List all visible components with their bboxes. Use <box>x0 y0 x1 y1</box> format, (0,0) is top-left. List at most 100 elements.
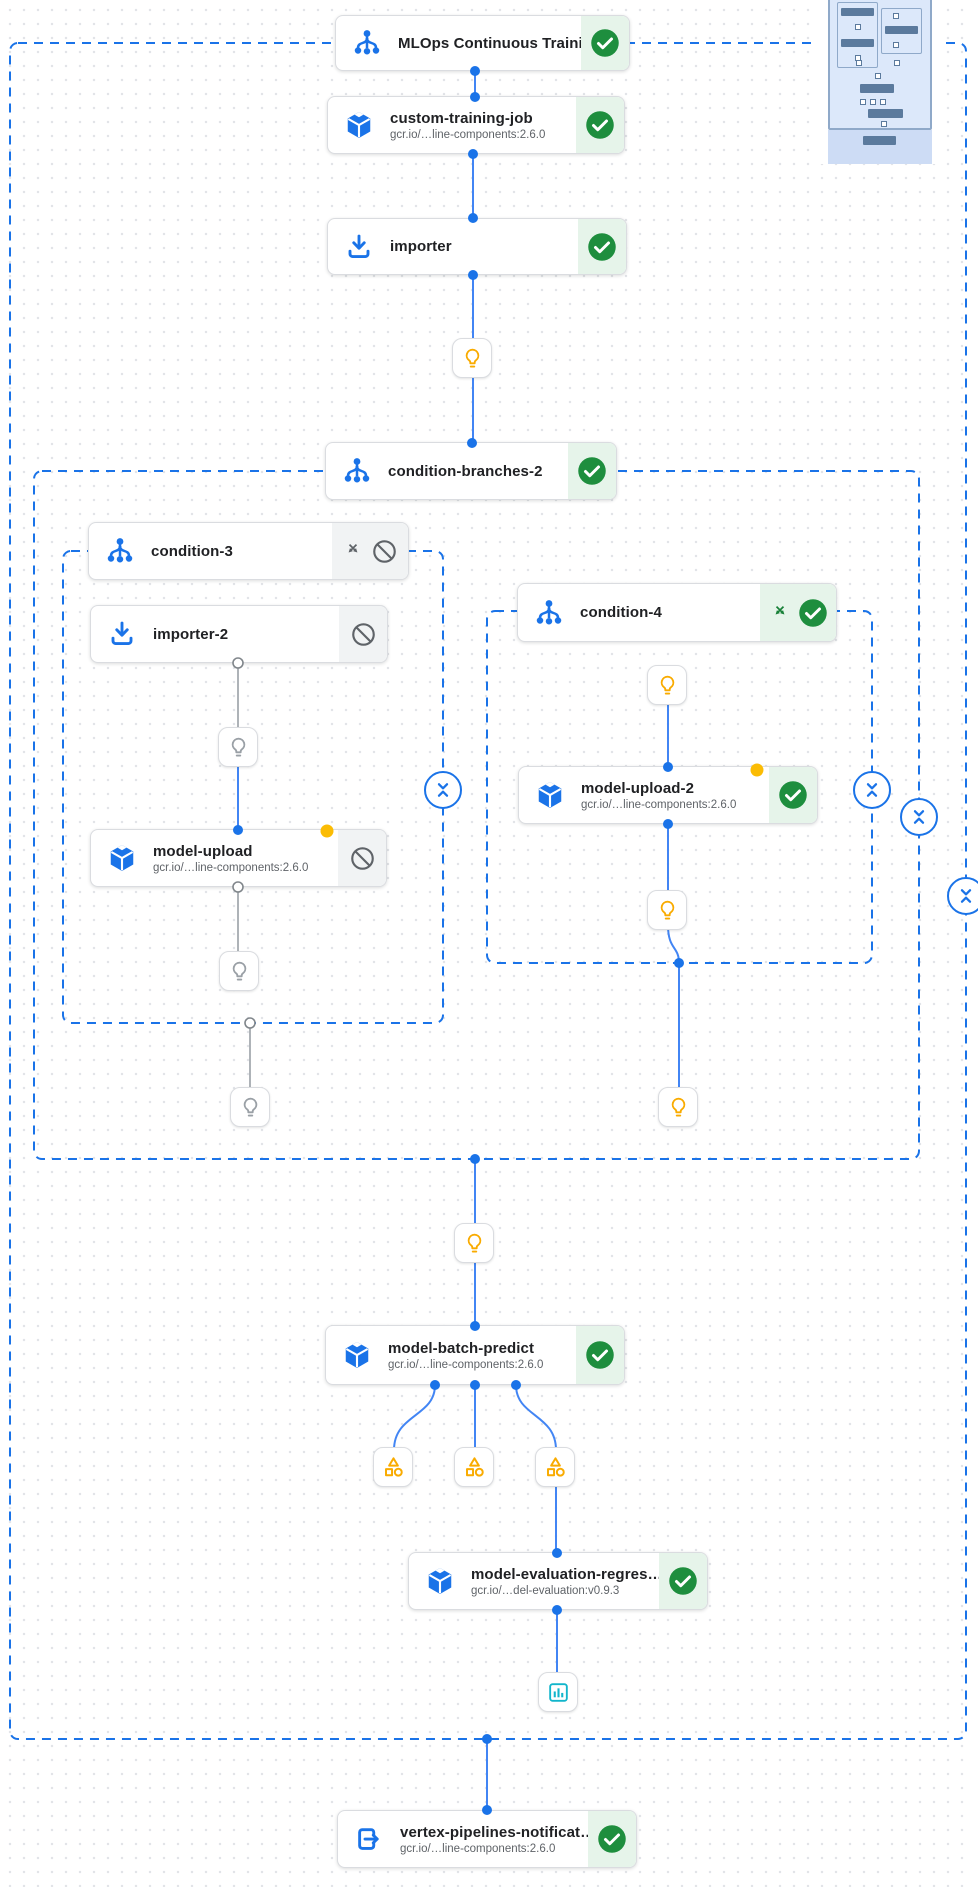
success-check-icon <box>587 232 617 262</box>
node-status-area <box>576 1326 624 1384</box>
node-title: importer-2 <box>153 625 229 643</box>
node-status-area <box>588 1811 636 1867</box>
node-subtitle: gcr.io/…line-components:2.6.0 <box>153 861 309 874</box>
pipeline-node-model-evaluation[interactable]: model-evaluation-regres… gcr.io/…del-eva… <box>408 1552 708 1610</box>
download-icon <box>107 619 137 649</box>
parameter-artifact-node[interactable] <box>658 1087 698 1127</box>
collapse-group-button[interactable] <box>900 798 938 836</box>
success-check-icon <box>798 598 828 628</box>
pipeline-node-model-upload[interactable]: model-upload gcr.io/…line-components:2.6… <box>90 829 387 887</box>
branch-taken-icon <box>769 602 791 624</box>
exit-icon <box>354 1824 384 1854</box>
node-status-area <box>659 1553 707 1609</box>
node-subtitle: gcr.io/…line-components:2.6.0 <box>390 128 546 141</box>
lightbulb-icon <box>655 898 680 923</box>
cube-icon <box>535 780 565 810</box>
branch-icon <box>105 536 135 566</box>
node-title: custom-training-job <box>390 109 533 127</box>
node-status-area <box>339 606 387 662</box>
success-check-icon <box>590 28 620 58</box>
branch-icon <box>342 456 372 486</box>
parameter-artifact-node[interactable] <box>218 727 258 767</box>
node-subtitle: gcr.io/…line-components:2.6.0 <box>400 1842 556 1855</box>
collapse-group-button[interactable] <box>424 771 462 809</box>
cube-icon <box>344 110 374 140</box>
node-title: MLOps Continuous Traini… <box>398 34 581 52</box>
parameter-artifact-node[interactable] <box>230 1087 270 1127</box>
node-title: model-batch-predict <box>388 1339 535 1357</box>
unfold-less-icon <box>953 883 978 909</box>
parameter-artifact-node[interactable] <box>647 890 687 930</box>
download-icon <box>344 232 374 262</box>
pipeline-node-mlops-root[interactable]: MLOps Continuous Traini… <box>335 15 630 71</box>
node-title: importer <box>390 238 452 255</box>
parameter-artifact-node[interactable] <box>454 1223 494 1263</box>
lightbulb-icon <box>227 959 252 984</box>
skipped-blocked-icon <box>349 845 376 872</box>
node-title: model-upload <box>153 842 253 860</box>
lightbulb-icon <box>226 735 251 760</box>
skipped-blocked-icon <box>371 538 398 565</box>
lightbulb-icon <box>655 673 680 698</box>
node-title: condition-3 <box>151 542 233 560</box>
branch-icon <box>534 598 564 628</box>
node-title: vertex-pipelines-notificat… <box>400 1823 588 1841</box>
node-title: condition-4 <box>580 604 662 621</box>
success-check-icon <box>585 110 615 140</box>
pipeline-node-condition-branches-2[interactable]: condition-branches-2 <box>325 442 617 500</box>
lightbulb-icon <box>460 346 485 371</box>
minimap[interactable] <box>812 0 940 164</box>
pipeline-node-model-batch-predict[interactable]: model-batch-predict gcr.io/…line-compone… <box>325 1325 625 1385</box>
lightbulb-icon <box>666 1095 691 1120</box>
node-subtitle: gcr.io/…line-components:2.6.0 <box>388 1358 544 1371</box>
node-status-area <box>760 584 836 641</box>
pipeline-node-vertex-pipelines-notification[interactable]: vertex-pipelines-notificat… gcr.io/…line… <box>337 1810 637 1868</box>
node-title: model-upload-2 <box>581 779 695 797</box>
node-status-area <box>568 443 616 499</box>
parameter-artifact-node[interactable] <box>219 951 259 991</box>
lightbulb-icon <box>462 1231 487 1256</box>
branch-icon <box>352 28 382 58</box>
minimap-condition-4-box <box>881 8 922 54</box>
node-title: model-evaluation-regres… <box>471 1565 659 1583</box>
branch-split-icon <box>342 540 364 562</box>
category-icon <box>462 1455 487 1480</box>
unfold-less-icon <box>859 777 885 803</box>
parameter-artifact-node[interactable] <box>452 338 492 378</box>
pipeline-node-condition-3[interactable]: condition-3 <box>88 522 409 580</box>
node-subtitle: gcr.io/…line-components:2.6.0 <box>581 798 737 811</box>
pipeline-node-condition-4[interactable]: condition-4 <box>517 583 837 642</box>
pipeline-node-model-upload-2[interactable]: model-upload-2 gcr.io/…line-components:2… <box>518 766 818 824</box>
minimap-condition-3-box <box>837 2 878 68</box>
minimap-pipeline-region <box>828 0 932 130</box>
cube-icon <box>342 1340 372 1370</box>
success-check-icon <box>778 780 808 810</box>
node-title: condition-branches-2 <box>388 462 543 480</box>
node-status-area <box>581 16 629 70</box>
cube-icon <box>107 843 137 873</box>
pipeline-node-custom-training-job[interactable]: custom-training-job gcr.io/…line-compone… <box>327 96 625 154</box>
success-check-icon <box>585 1340 615 1370</box>
metrics-artifact-node[interactable] <box>535 1447 575 1487</box>
bar-chart-icon <box>546 1680 571 1705</box>
pipeline-node-importer[interactable]: importer <box>327 218 627 275</box>
pipeline-node-importer-2[interactable]: importer-2 <box>90 605 388 663</box>
success-check-icon <box>597 1824 627 1854</box>
node-status-area <box>578 219 626 274</box>
unfold-less-icon <box>906 804 932 830</box>
collapse-group-button[interactable] <box>853 771 891 809</box>
collapse-group-button[interactable] <box>947 877 978 915</box>
node-status-area <box>769 767 817 823</box>
unfold-less-icon <box>430 777 456 803</box>
skipped-connectors <box>237 663 251 1090</box>
success-check-icon <box>668 1566 698 1596</box>
node-status-area <box>576 97 624 153</box>
minimap-viewport-band <box>828 130 932 164</box>
parameter-artifact-node[interactable] <box>647 665 687 705</box>
metrics-artifact-node[interactable] <box>373 1447 413 1487</box>
evaluation-chart-artifact-node[interactable] <box>538 1672 578 1712</box>
node-status-area <box>332 523 408 579</box>
category-icon <box>381 1455 406 1480</box>
metrics-artifact-node[interactable] <box>454 1447 494 1487</box>
